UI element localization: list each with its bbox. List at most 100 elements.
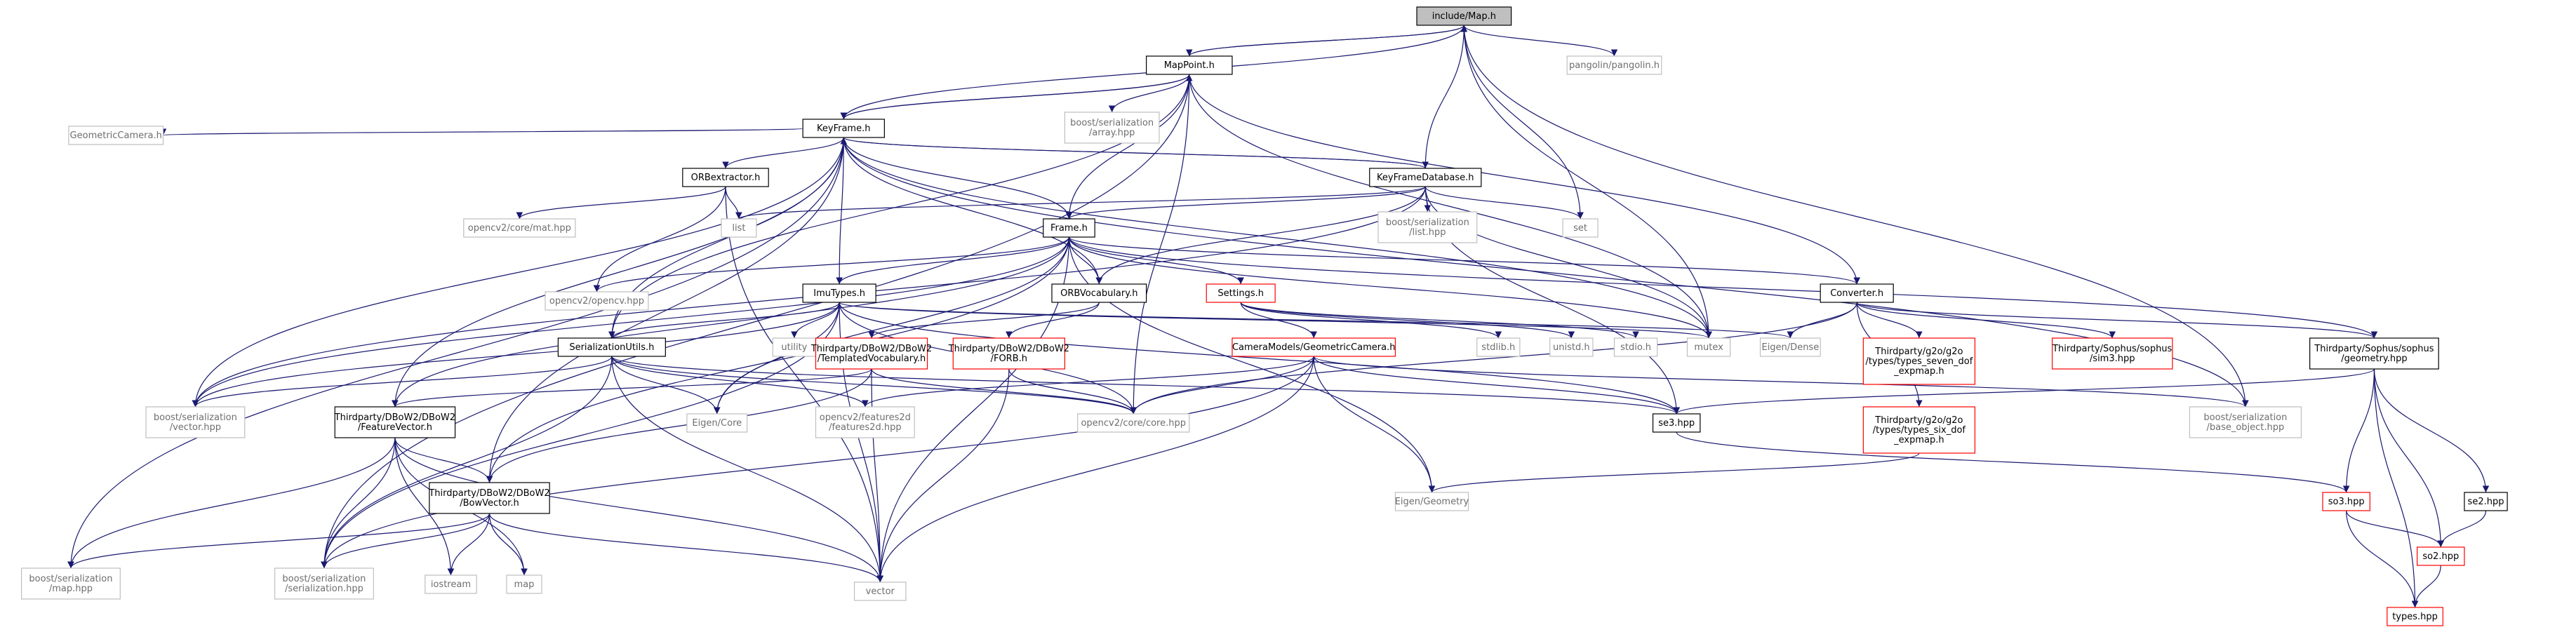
edge-keyframe-to-frame — [843, 137, 1073, 220]
edge-kfdb-to-list — [735, 186, 1426, 220]
node-bowvec[interactable]: Thirdparty/DBoW2/DBoW2/BowVector.h — [428, 482, 550, 514]
edge-forb-to-vector — [876, 368, 1010, 583]
node-label: se3.hpp — [1658, 418, 1695, 429]
node-label: /map.hpp — [49, 584, 93, 594]
node-label: unistd.h — [1553, 342, 1590, 353]
edge-converter-to-g2o_seven — [1856, 302, 1923, 339]
edge-map-to-set — [1463, 25, 1584, 220]
node-label: boost/serialization — [1070, 118, 1154, 128]
edge-settings-to-stdio — [1240, 302, 1639, 339]
node-box — [1145, 55, 1233, 75]
node-label: /types/types_six_dof — [1873, 425, 1966, 436]
node-orbextractor[interactable]: ORBextractor.h — [682, 168, 769, 187]
node-map[interactable]: include/Map.h — [1416, 6, 1512, 26]
node-geocamh: CameraModels/GeometricCamera.h — [1232, 337, 1396, 357]
edge-converter-to-sim3 — [1856, 302, 2116, 339]
node-stdio: stdio.h — [1613, 337, 1658, 357]
node-kfdb[interactable]: KeyFrameDatabase.h — [1369, 168, 1482, 187]
node-label: boost/serialization — [2203, 412, 2287, 423]
edge-so3-to-types — [2346, 510, 2419, 608]
node-label: boost/serialization — [154, 412, 237, 423]
node-mappoint[interactable]: MapPoint.h — [1145, 55, 1233, 75]
edge-kfdb-to-set — [1424, 186, 1584, 220]
node-box — [1549, 337, 1594, 357]
node-label: /geometry.hpp — [2341, 354, 2407, 364]
node-so3: so3.hpp — [2322, 492, 2370, 511]
node-label: /serialization.hpp — [285, 584, 363, 594]
node-set: set — [1562, 218, 1599, 238]
node-box — [2309, 337, 2439, 370]
node-geocam: GeometricCamera.h — [68, 126, 164, 145]
node-label: /sim3.hpp — [2090, 354, 2135, 364]
node-bs_baseobj: boost/serialization/base_object.hpp — [2189, 406, 2302, 438]
node-box — [686, 413, 748, 433]
node-cvmat: opencv2/core/mat.hpp — [463, 218, 576, 238]
edge-featvec-to-iostream — [394, 437, 455, 576]
edge-kfdb-to-map — [1424, 25, 1468, 169]
edge-geocamh-to-se3 — [1313, 356, 1680, 415]
node-box — [1064, 112, 1160, 144]
node-label: so2.hpp — [2422, 551, 2459, 562]
edge-serutils-to-se3 — [611, 356, 1680, 415]
node-label: include/Map.h — [1432, 11, 1496, 22]
edge-imutypes-to-se3 — [839, 302, 1680, 415]
node-label: SerializationUtils.h — [569, 342, 654, 353]
node-box — [1759, 337, 1821, 357]
node-box — [1566, 55, 1662, 75]
node-label: /list.hpp — [1409, 227, 1446, 238]
node-frame[interactable]: Frame.h — [1043, 218, 1095, 238]
node-label: Thirdparty/DBoW2/DBoW2 — [810, 344, 932, 354]
edge-geocamh-to-vector — [876, 356, 1314, 583]
node-iostream: iostream — [425, 574, 477, 594]
node-label: utility — [781, 342, 807, 353]
node-label: set — [1573, 223, 1587, 234]
node-types: types.hpp — [2387, 607, 2443, 626]
node-sophusgeo[interactable]: Thirdparty/Sophus/sophus/geometry.hpp — [2309, 337, 2439, 370]
node-bs_array: boost/serialization/array.hpp — [1064, 112, 1160, 144]
edge-orbvoc-to-templvoc — [868, 302, 1100, 339]
edge-sophusgeo-to-se2 — [2373, 368, 2490, 493]
edge-kfdb-to-keyframe — [840, 137, 1426, 169]
node-label: Eigen/Dense — [1761, 342, 1819, 353]
node-se2[interactable]: se2.hpp — [2464, 492, 2508, 511]
node-label: Thirdparty/Sophus/sophus — [2314, 344, 2434, 354]
edge-keyframe-to-orbextractor — [722, 137, 844, 169]
node-se3[interactable]: se3.hpp — [1652, 413, 1701, 433]
node-label: so3.hpp — [2328, 497, 2365, 507]
edge-orbvoc-to-forb — [1006, 302, 1100, 339]
edge-settings-to-geocamh — [1240, 302, 1317, 339]
edge-so2-to-types — [2411, 565, 2441, 608]
edge-bowvec-to-vector — [488, 513, 883, 583]
node-converter[interactable]: Converter.h — [1820, 283, 1894, 303]
node-label: se2.hpp — [2468, 497, 2504, 507]
node-box — [1820, 283, 1894, 303]
node-label: /TemplatedVocabulary.h — [817, 354, 926, 364]
edge-keyframe-to-geocam — [161, 128, 803, 136]
node-label: _expmap.h — [1893, 435, 1944, 445]
edge-orbextractor-to-cvmat — [516, 186, 726, 220]
edge-kfdb-to-mutex — [1424, 186, 1712, 339]
node-stdlib: stdlib.h — [1476, 337, 1521, 357]
edge-frame-to-sophusgeo — [1068, 236, 2377, 339]
edge-frame-to-bowvec — [486, 236, 1070, 483]
node-label: Eigen/Geometry — [1395, 497, 1469, 507]
edge-bowvec-to-bs_map — [67, 513, 490, 569]
node-label: /vector.hpp — [170, 422, 221, 433]
node-imutypes[interactable]: ImuTypes.h — [802, 283, 876, 303]
edge-sophusgeo-to-so3 — [2342, 368, 2375, 493]
edge-serutils-to-vector — [611, 356, 884, 583]
edge-featvec-to-vector — [394, 437, 883, 583]
node-box — [429, 482, 550, 514]
node-label: /features2d.hpp — [829, 422, 902, 433]
node-box — [2189, 406, 2302, 438]
node-keyframe[interactable]: KeyFrame.h — [802, 119, 885, 138]
edge-keyframe-to-mutex — [843, 137, 1712, 339]
node-orbvoc[interactable]: ORBVocabulary.h — [1051, 283, 1147, 303]
node-featvec[interactable]: Thirdparty/DBoW2/DBoW2/FeatureVector.h — [334, 406, 456, 438]
node-eigendense: Eigen/Dense — [1759, 337, 1821, 357]
node-label: Eigen/Core — [692, 418, 742, 429]
node-serutils[interactable]: SerializationUtils.h — [557, 337, 666, 357]
node-label: ORBextractor.h — [691, 173, 761, 183]
node-templvoc: Thirdparty/DBoW2/DBoW2/TemplatedVocabula… — [810, 337, 932, 370]
